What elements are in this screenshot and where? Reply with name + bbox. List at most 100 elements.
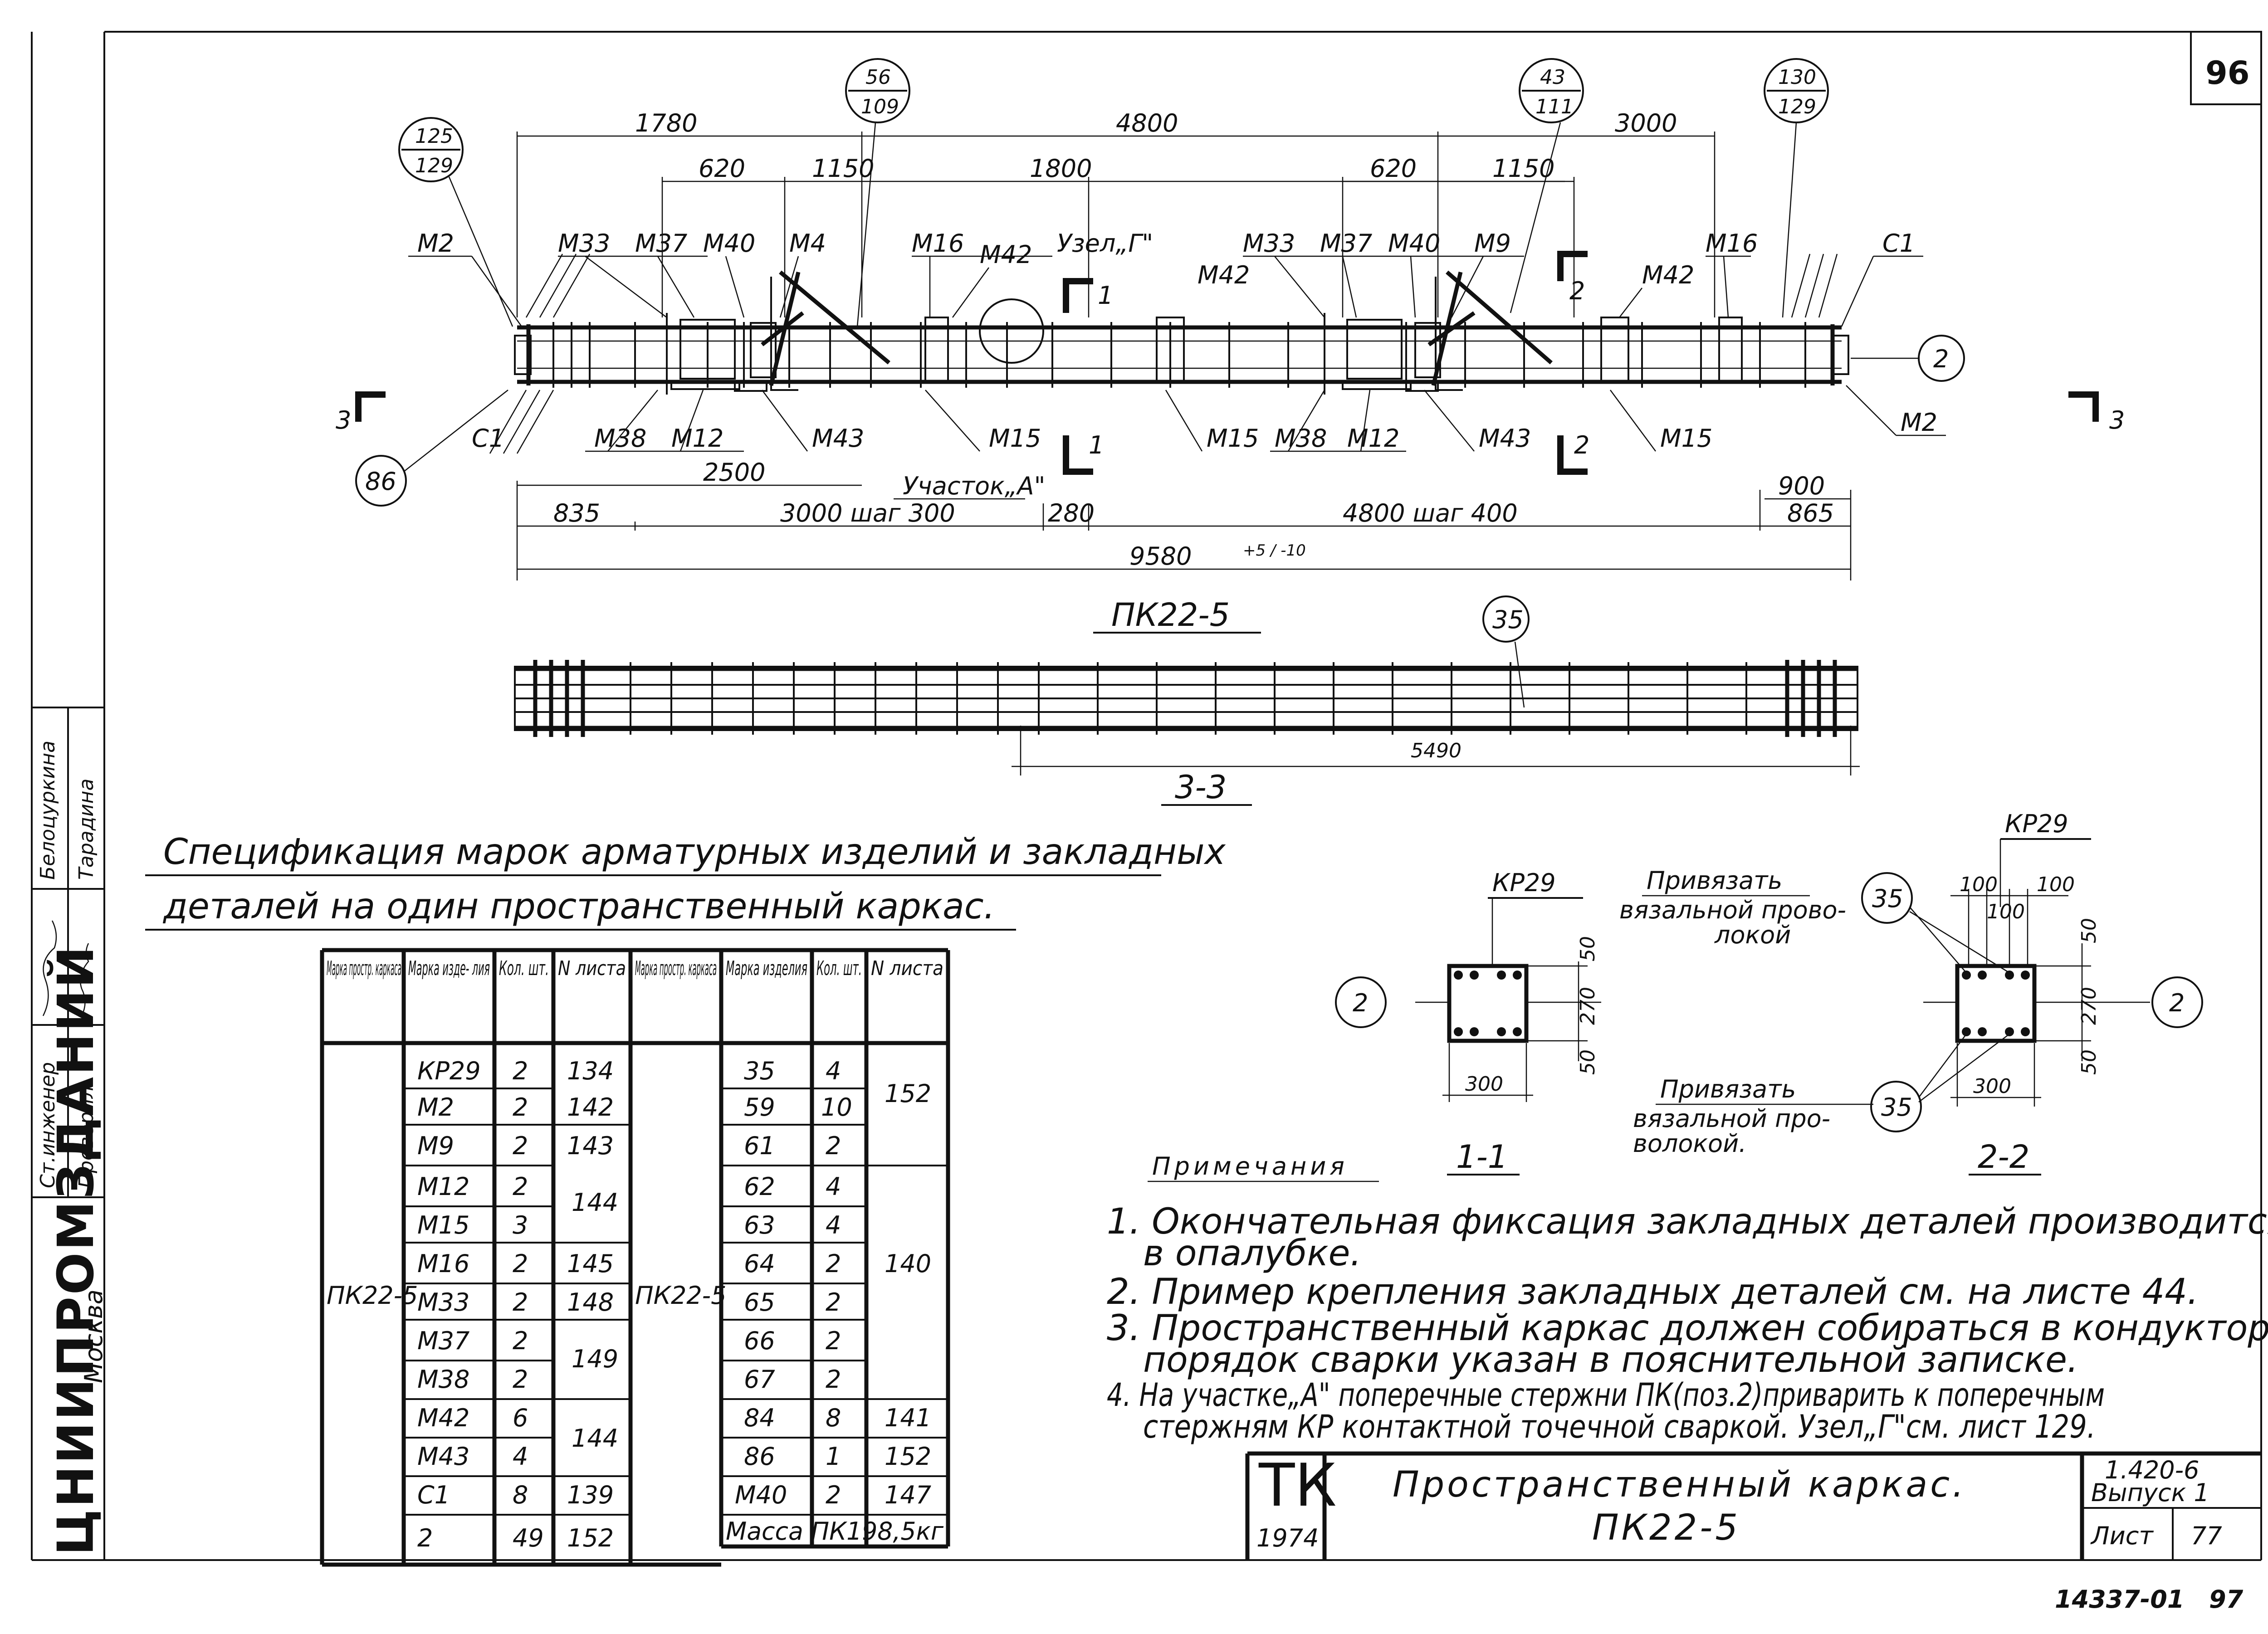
frame-mark-left: ПК22-5 — [327, 1281, 418, 1310]
table-row: 2 — [417, 1524, 433, 1552]
svg-text:270: 270 — [1576, 987, 1599, 1025]
spec-table: Марка простр. каркаса Марка изде- лия Ко… — [320, 948, 950, 1567]
svg-text:134: 134 — [567, 1057, 614, 1085]
mark-m12-right: М12 — [1347, 424, 1399, 453]
sheet-141: 141 — [885, 1404, 931, 1432]
merged-sheet-149: 149 — [572, 1345, 618, 1373]
mark-m16-right: М16 — [1706, 229, 1758, 258]
svg-text:35: 35 — [1881, 1093, 1912, 1122]
spec-right-rows: 35 4 59 10 61 2 62 4 63 4 64 2 65 2 66 2… — [726, 1057, 944, 1546]
table-row: М15 — [417, 1211, 469, 1239]
table-row: 84 — [744, 1404, 775, 1432]
note-3-cont: порядок сварки указан в пояснительной за… — [1143, 1340, 2078, 1380]
section-11-label: 1-1 — [1456, 1138, 1508, 1176]
svg-text:100: 100 — [2037, 873, 2075, 896]
svg-text:865: 865 — [1787, 499, 1834, 527]
dims-bottom: 2500 Участок„А" 900 835 3000 шаг 300 280… — [516, 458, 1852, 580]
svg-text:3: 3 — [513, 1211, 528, 1239]
mark-m40-right: М40 — [1388, 229, 1440, 258]
svg-text:100: 100 — [1960, 873, 1998, 896]
svg-text:2: 2 — [826, 1365, 841, 1394]
dim-620-right: 620 — [1370, 154, 1417, 183]
hdr-sheet-right: N листа — [871, 957, 943, 980]
table-row: КР29 — [417, 1057, 481, 1085]
mark-m43-right: М43 — [1479, 424, 1531, 453]
svg-text:148: 148 — [567, 1288, 614, 1317]
balloon-125-129: 125 129 — [398, 117, 513, 327]
axis-balloon-11 — [1335, 976, 1387, 1028]
note-4: 4. На участке„А" поперечные стержни ПК(п… — [1107, 1376, 2105, 1414]
svg-text:2: 2 — [1353, 989, 1368, 1017]
mark-m42-right: М42 — [1642, 261, 1694, 289]
mark-labels-top-left: М2 М33 М37 М40 М4 М16 М42 Узел„Г" М42 — [408, 229, 1250, 327]
notes-block: Примечания 1. Окончательная фиксация зак… — [1107, 1152, 2268, 1445]
svg-text:10: 10 — [821, 1093, 852, 1122]
svg-text:2: 2 — [826, 1132, 841, 1160]
svg-text:8: 8 — [826, 1404, 841, 1432]
table-row: М38 — [417, 1365, 469, 1394]
table-row: 35 — [744, 1057, 775, 1085]
hdr-item-mark-left: Марка изде- лия — [408, 957, 490, 980]
balloon-56-109: 56 109 — [845, 58, 910, 327]
section-1-1: КР29 2 50 270 50 300 1-1 — [1335, 868, 1601, 1176]
svg-text:4: 4 — [826, 1057, 841, 1085]
svg-text:4: 4 — [826, 1211, 841, 1239]
spec-title: Спецификация марок арматурных изделий и … — [145, 832, 1226, 931]
mark-m15-right: М15 — [1660, 424, 1712, 453]
hdr-item-mark-right: Марка изделия — [726, 957, 807, 980]
footer-code: 14337-01 — [2055, 1585, 2184, 1614]
svg-text:109: 109 — [861, 95, 899, 118]
section-2-2: КР29 100 100 100 2 50 270 50 300 — [1619, 810, 2203, 1176]
mark-m2-top: М2 — [417, 229, 454, 258]
svg-text:2500: 2500 — [703, 458, 765, 487]
section-22-label: 2-2 — [1978, 1138, 2029, 1176]
svg-text:2: 2 — [1569, 277, 1585, 305]
svg-text:49: 49 — [513, 1524, 544, 1552]
table-row: 63 — [744, 1211, 775, 1239]
frame-mark-right: ПК22-5 — [635, 1281, 727, 1310]
table-row: 67 — [744, 1365, 775, 1394]
footer-page: 97 — [2209, 1585, 2244, 1614]
svg-text:2: 2 — [513, 1172, 528, 1201]
name-engineer: Белоцуркина — [36, 741, 59, 880]
section-markers: 3 3 1 2 1 2 — [336, 251, 2125, 475]
sheet-152-b: 152 — [885, 1442, 931, 1471]
svg-text:+5 / -10: +5 / -10 — [1243, 541, 1306, 560]
note-1: 1. Окончательная фиксация закладных дета… — [1107, 1201, 2268, 1242]
svg-text:2: 2 — [513, 1288, 528, 1317]
balloon-35-top — [1861, 872, 1913, 924]
mark-m43-left: М43 — [812, 424, 864, 453]
tie-note-top-2: вязальной прово- — [1619, 896, 1846, 924]
sheet-label: Лист — [2090, 1522, 2154, 1550]
svg-text:3000 шаг 300: 3000 шаг 300 — [780, 499, 955, 527]
table-row: М40 — [735, 1481, 787, 1509]
hdr-frame-mark-left: Марка простр. каркаса — [327, 957, 401, 980]
svg-text:3: 3 — [2109, 406, 2125, 434]
dim-620-left: 620 — [699, 154, 745, 183]
org-name: ЦНИИПРОМЗДАНИЙ — [46, 945, 105, 1556]
svg-text:56: 56 — [865, 66, 891, 89]
svg-text:145: 145 — [567, 1249, 614, 1278]
issue-label: Выпуск 1 — [2091, 1478, 2209, 1507]
svg-text:2: 2 — [1574, 431, 1589, 459]
dim-4800: 4800 — [1116, 109, 1178, 137]
svg-text:300: 300 — [1465, 1073, 1503, 1096]
page-number: 96 — [2205, 54, 2249, 92]
svg-text:35: 35 — [1872, 884, 1903, 913]
mark-labels-top-right: М33 М37 М40 М9 М42 М16 С1 — [1243, 229, 1923, 327]
mark-labels-bottom: С1 М38 М12 М43 М15 М15 М38 М12 М43 М15 М… — [472, 385, 1946, 453]
mark-m38-right: М38 — [1275, 424, 1327, 453]
hdr-frame-mark-right: Марка простр. каркаса — [635, 957, 717, 980]
title-name-1: Пространственный каркас. — [1393, 1464, 1966, 1505]
merged-sheet-140: 140 — [885, 1249, 931, 1278]
svg-text:129: 129 — [415, 154, 453, 177]
notes-title: Примечания — [1152, 1152, 1348, 1180]
svg-text:100: 100 — [1987, 900, 2025, 923]
svg-text:129: 129 — [1778, 95, 1816, 118]
signature-1 — [42, 920, 57, 1016]
svg-text:280: 280 — [1048, 499, 1095, 527]
svg-text:2: 2 — [513, 1249, 528, 1278]
svg-text:4: 4 — [826, 1172, 841, 1201]
svg-text:2: 2 — [826, 1327, 841, 1355]
